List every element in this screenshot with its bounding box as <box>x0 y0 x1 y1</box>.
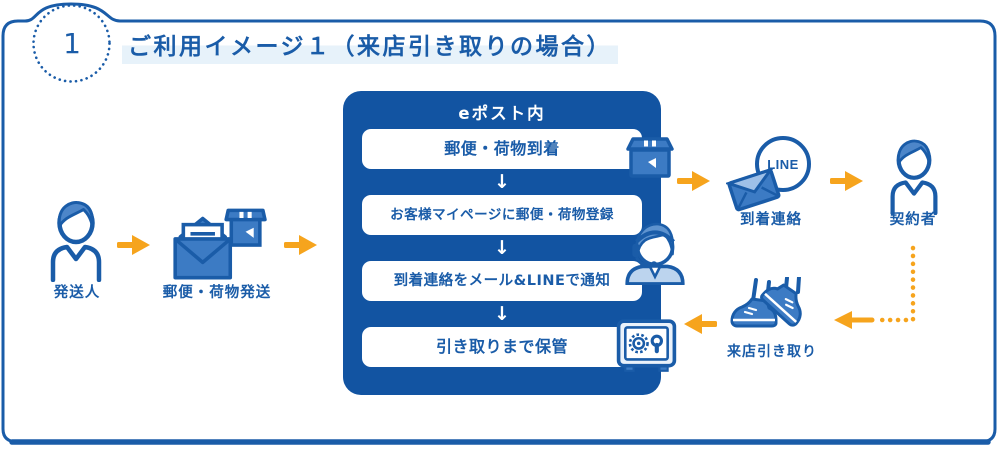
badge-circle <box>32 4 111 83</box>
arrival-contact-label: 到着連絡 <box>740 212 802 228</box>
epost-panel: eポスト内 郵便・荷物到着 ↓ お客様マイページに郵便・荷物登録 ↓ 到着連絡を… <box>343 91 661 395</box>
step-mypage-register: お客様マイページに郵便・荷物登録 <box>362 195 642 235</box>
step-keep-until-pickup: 引き取りまで保管 <box>362 327 642 367</box>
arrow-right-icon <box>830 171 863 191</box>
arrow-right-icon <box>117 235 150 255</box>
epost-panel-header: eポスト内 <box>458 104 546 123</box>
step-mail-arrival: 郵便・荷物到着 <box>362 129 642 169</box>
pickup-route-connector <box>834 245 916 329</box>
line-bubble-text: LINE <box>767 157 799 172</box>
shipping-label: 郵便・荷物発送 <box>162 285 272 301</box>
safe-icon <box>616 319 677 372</box>
step-notify-mail-line: 到着連絡をメール&LINEで通知 <box>362 261 642 301</box>
arrow-right-icon <box>677 171 710 191</box>
operator-icon <box>625 222 685 285</box>
store-pickup-label: 来店引き取り <box>727 344 817 360</box>
down-arrow-icon: ↓ <box>494 171 510 193</box>
package-icon <box>626 137 674 178</box>
sender-person-icon <box>50 200 102 282</box>
page-title: ご利用イメージ１（来店引き取りの場合） <box>122 30 619 64</box>
down-arrow-icon: ↓ <box>494 237 510 259</box>
line-mail-notification-icon: LINE <box>726 136 811 212</box>
mail-package-icon <box>173 208 267 280</box>
arrow-left-icon <box>684 314 717 334</box>
down-arrow-icon: ↓ <box>494 303 510 325</box>
contractor-label: 契約者 <box>889 212 937 228</box>
contractor-person-icon <box>890 139 938 215</box>
arrow-right-icon <box>284 235 317 255</box>
walking-shoes-icon <box>730 277 813 329</box>
badge-number: 1 <box>63 27 81 60</box>
sender-label: 発送人 <box>53 285 101 301</box>
